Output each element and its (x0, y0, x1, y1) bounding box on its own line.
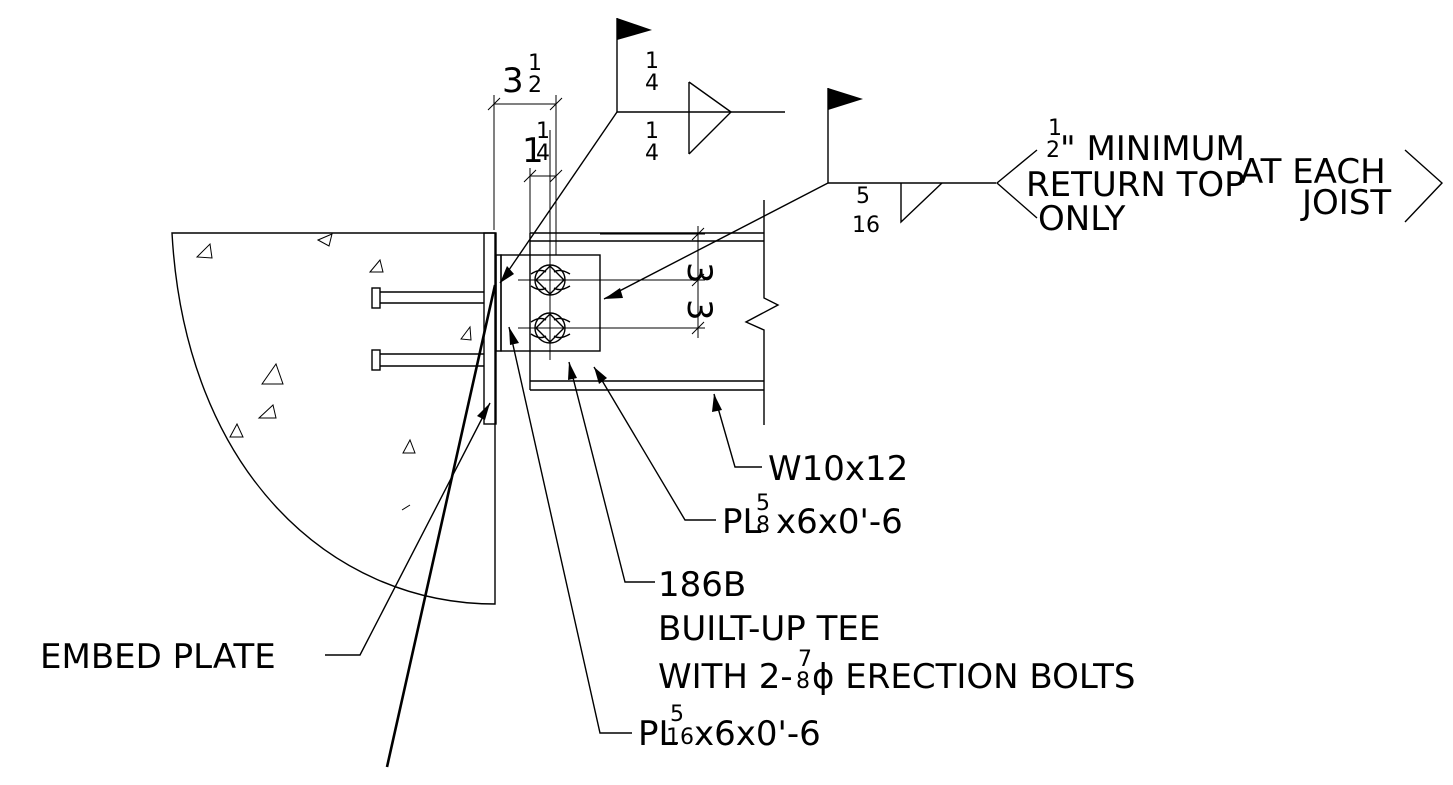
concrete-outline (171, 232, 496, 605)
dim-edge-den: 4 (536, 141, 550, 166)
section-cut-line (385, 284, 497, 768)
weld2-size-den: 16 (852, 213, 880, 238)
weld-tail-left (995, 149, 1038, 219)
dim-edge-num: 1 (536, 119, 550, 144)
dim-overall-den: 2 (528, 73, 542, 98)
weld2-size-num: 5 (856, 184, 870, 209)
dim-edge-whole: 1 (522, 131, 544, 171)
bolt-bottom (530, 312, 571, 344)
gage-bottom: 3 (679, 299, 719, 321)
tee-line1: BUILT-UP TEE (658, 609, 880, 649)
embed-plate-label: EMBED PLATE (40, 637, 276, 677)
weld2-note-line2: RETURN TOP (1026, 165, 1245, 205)
tee-frac-num: 7 (798, 647, 812, 672)
concrete-wall (171, 232, 496, 605)
gage-top: 3 (679, 262, 719, 284)
concrete-aggregate-marks (195, 233, 472, 511)
plate-top-suffix: x6x0'-6 (776, 502, 903, 542)
tee-line2-suffix: ϕ ERECTION BOLTS (812, 657, 1135, 697)
weld2-tail-line2: JOIST (1300, 183, 1391, 223)
callout-leaders (325, 326, 762, 734)
dim-overall-whole: 3 (502, 61, 524, 101)
fillet-weld-symbol-2 (900, 182, 943, 224)
plate-top-num: 5 (756, 491, 770, 516)
w-section-label: W10x12 (768, 449, 908, 489)
weld2-note-den: 2 (1046, 138, 1060, 163)
beam-break-line (744, 200, 780, 425)
erection-bolts (518, 130, 705, 360)
field-weld-flag-2 (828, 88, 863, 110)
plate-bottom-prefix: PL (638, 714, 678, 754)
stud-head-top (371, 287, 381, 309)
weld-tail-right (1404, 149, 1444, 223)
tee-frac-den: 8 (796, 669, 810, 694)
w-beam (529, 200, 780, 425)
plate-top-den: 8 (756, 513, 770, 538)
dim-overall-num: 1 (528, 51, 542, 76)
weld-symbol-2: 5 16 1 2 " MINIMUM RETURN TOP ONLY AT EA… (603, 88, 1444, 300)
plate-top-prefix: PL (722, 502, 762, 542)
weld2-note-num: 1 (1048, 116, 1062, 141)
weld2-tail-line1: AT EACH (1240, 152, 1386, 192)
mark-label: 186B (658, 565, 746, 605)
horizontal-dimensions: 3 1 2 1 1 4 (487, 51, 563, 255)
plate-bottom-suffix: x6x0'-6 (694, 714, 821, 754)
weld1-top-den: 4 (645, 71, 659, 96)
anchor-studs (371, 287, 484, 371)
tee-flange-plate (495, 254, 502, 352)
plate-bottom-den: 16 (666, 725, 694, 750)
weld2-note-line1: " MINIMUM (1060, 129, 1245, 169)
fillet-weld-symbol-1 (688, 81, 733, 155)
weld1-bottom-num: 1 (645, 119, 659, 144)
weld1-bottom-den: 4 (645, 141, 659, 166)
bolt-top (530, 264, 571, 296)
weld2-note-line3: ONLY (1038, 199, 1126, 239)
weld1-top-num: 1 (645, 49, 659, 74)
callout-texts: W10x12 PL 5 8 x6x0'-6 186B BUILT-UP TEE … (40, 449, 1135, 754)
plate-bottom-num: 5 (670, 702, 684, 727)
weld-symbol-1: 1 4 1 4 (499, 18, 785, 284)
tee-line2-prefix: WITH 2- (658, 657, 793, 697)
field-weld-flag-1 (617, 18, 652, 40)
vertical-dimensions: 3 3 (600, 226, 719, 338)
stud-head-bottom (371, 349, 381, 371)
